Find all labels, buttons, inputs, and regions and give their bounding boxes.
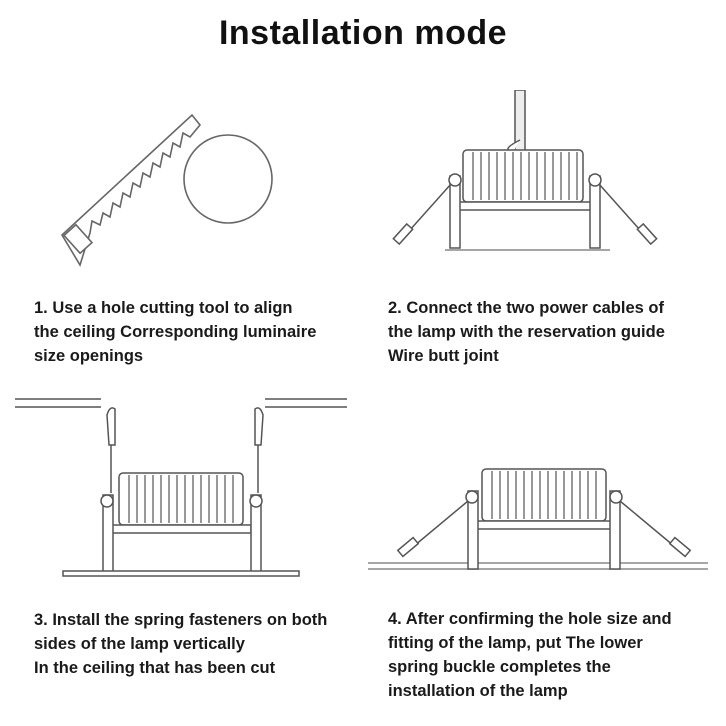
step-3-caption: 3. Install the spring fasteners on both … [34,611,328,677]
step-2-caption: 2. Connect the two power cables of the l… [388,299,665,365]
page-title: Installation mode [218,14,508,52]
installed-lamp-illustration [368,468,708,570]
saw-icon [60,113,202,267]
step-1-caption: 1. Use a hole cutting tool to align the … [34,299,317,365]
step-4-caption: 4. After confirming the hole size and fi… [388,610,672,700]
hole-cutting-illustration [60,113,273,267]
spring-vertical-illustration [15,398,347,577]
power-connection-illustration [392,90,658,251]
cut-hole-circle [183,134,273,224]
